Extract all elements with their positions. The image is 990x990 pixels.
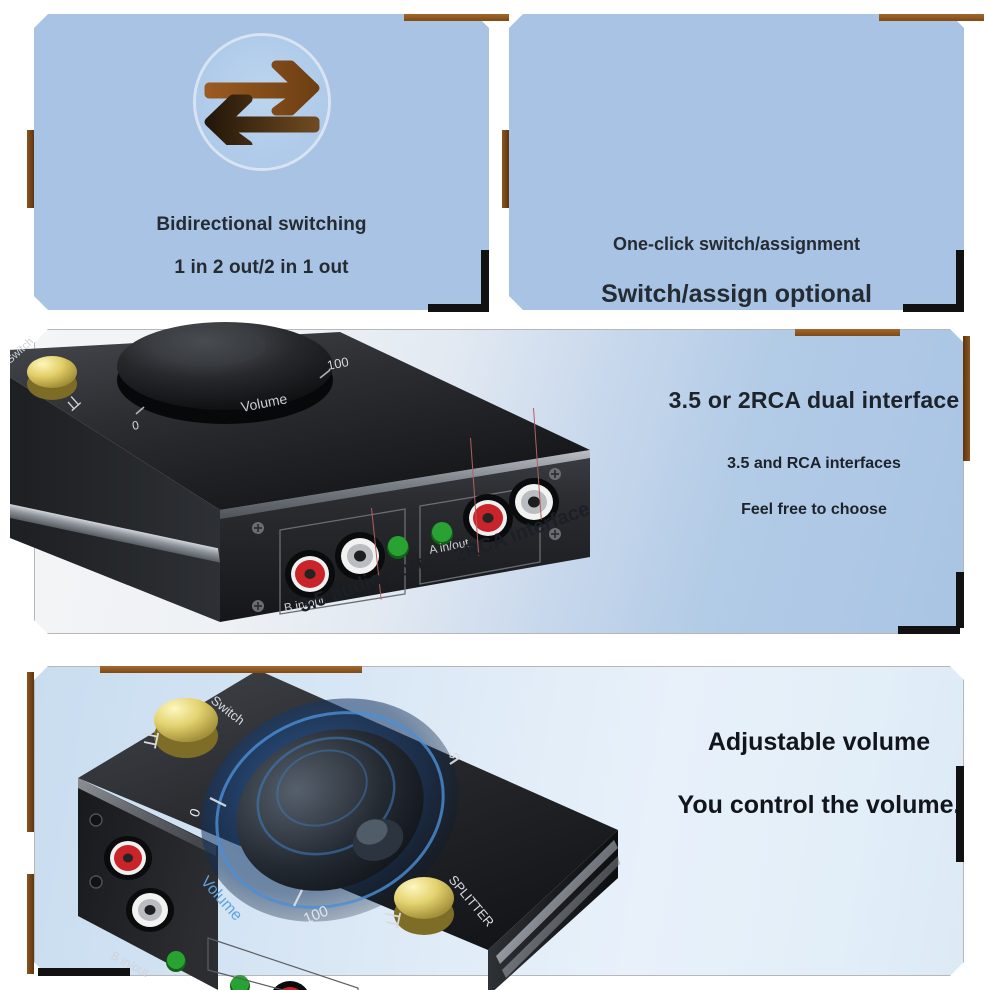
accent-bar-top-interface-panel (795, 329, 900, 336)
corner-bracket-vertical-p1 (481, 250, 489, 312)
corner-bracket-horizontal-p1 (428, 304, 489, 312)
accent-bar-top-volume-panel (100, 666, 362, 673)
interface-subtext-1: 3.5 and RCA interfaces (727, 455, 901, 472)
interface-headline: 3.5 or 2RCA dual interface (668, 387, 960, 413)
panel-caption-primary: One-click switch/assignment (612, 234, 861, 254)
panel-caption-secondary: 1 in 2 out/2 in 1 out (174, 257, 349, 278)
audio-switch-device-closeup: 0 100 Volume Switch (10, 322, 590, 622)
corner-bracket-vertical-p3 (956, 572, 964, 628)
accent-bar-top-right-panel (879, 14, 984, 21)
volume-max-label: 100 (326, 354, 350, 373)
volume-mid-label-4: 5 (446, 751, 462, 761)
corner-bracket-vertical-p2 (956, 250, 964, 312)
corner-bracket-horizontal-p3 (898, 626, 960, 634)
interface-subtext-2: Feel free to choose (741, 501, 887, 518)
panel-bidirectional-switching: Bidirectional switching 1 in 2 out/2 in … (34, 14, 489, 310)
audio-switch-device-volume-closeup: 0 100 5 Volume Switch SPLITTER B in/out (78, 670, 620, 990)
corner-bracket-horizontal-p2 (903, 304, 964, 312)
accent-bar-left-edge-p4-lower (27, 874, 34, 974)
accent-bar-top-left-panel (404, 14, 509, 21)
swap-arrows-glyph (203, 59, 321, 145)
corner-bracket-vertical-p4 (956, 766, 964, 862)
volume-subtext: You control the volume. (677, 791, 961, 819)
panel-headline: Switch/assign optional (601, 280, 872, 308)
volume-headline: Adjustable volume (707, 728, 931, 756)
accent-bar-right-edge-p3 (963, 336, 970, 461)
panel-caption-primary: Bidirectional switching (156, 214, 367, 235)
volume-min-label: 0 (131, 418, 141, 433)
accent-bar-left-edge-p4 (27, 672, 34, 832)
corner-bracket-horizontal-p4 (38, 968, 130, 976)
panel-one-click-switch: One-click switch/assignment Switch/assig… (509, 14, 964, 310)
accent-bar-left-edge-p2 (502, 130, 509, 208)
accent-bar-left-edge (27, 130, 34, 208)
bidirectional-arrows-icon (196, 36, 328, 168)
